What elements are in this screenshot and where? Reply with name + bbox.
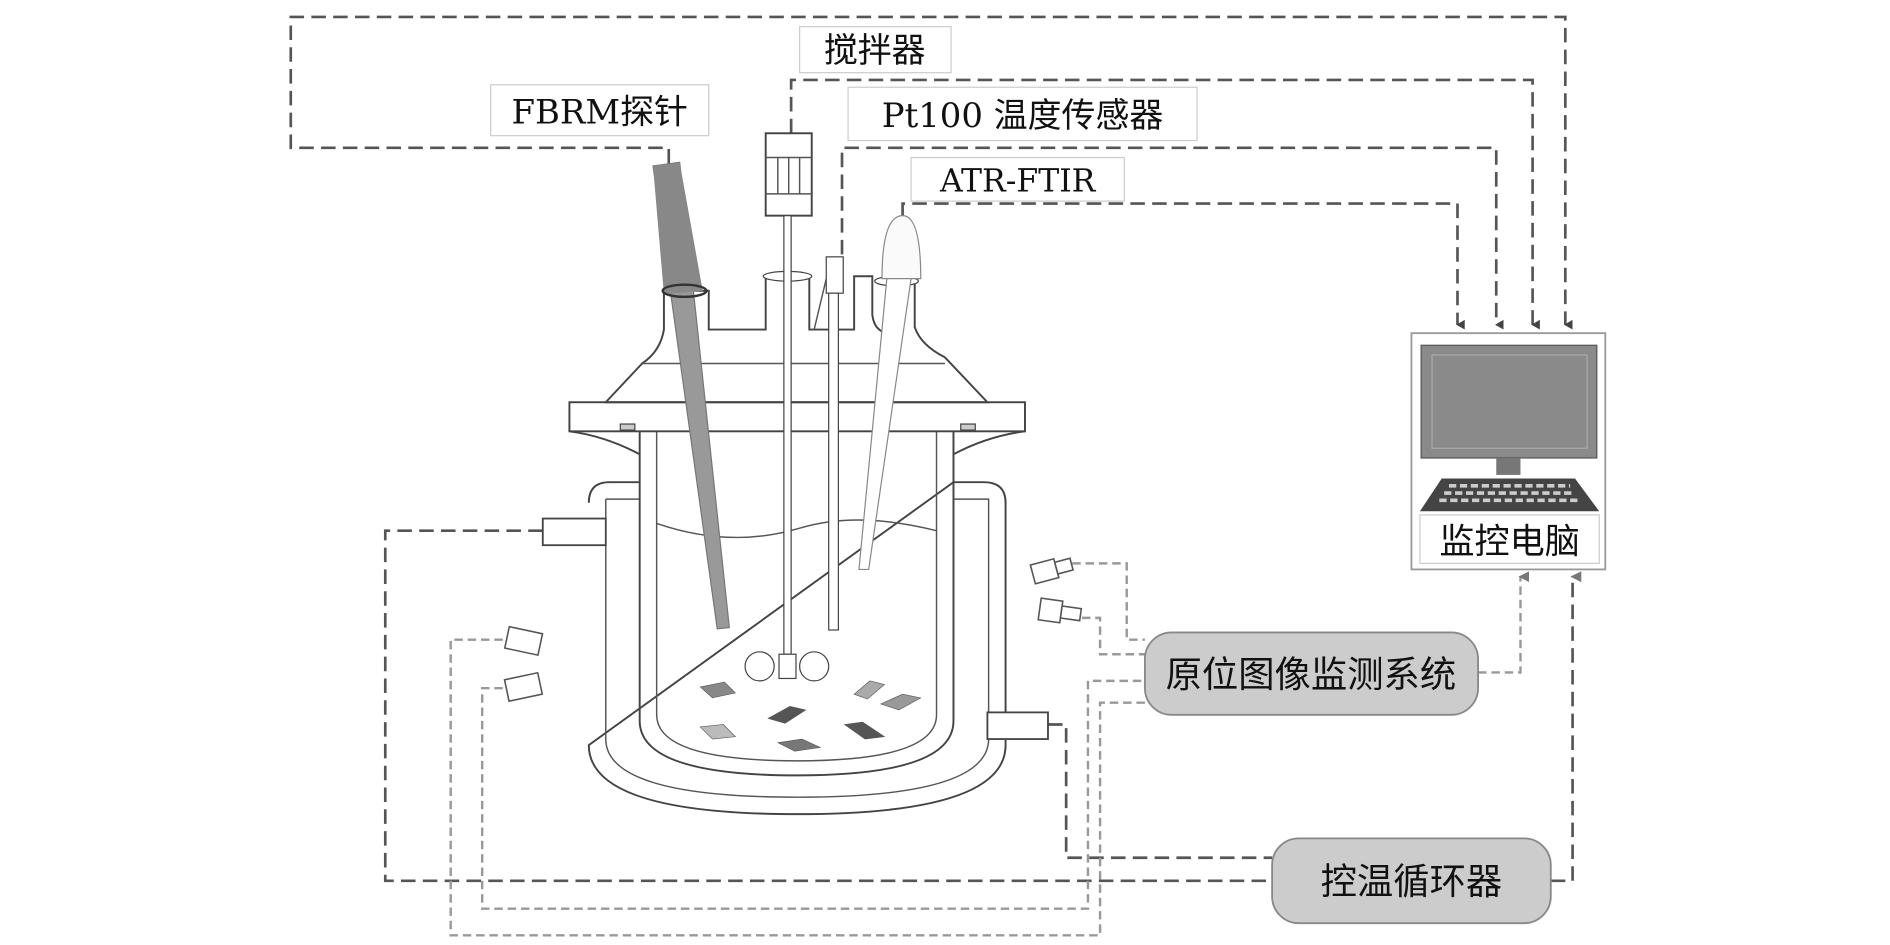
reactor-vessel xyxy=(541,270,1049,816)
pt100-label: Pt100 温度传感器 xyxy=(882,96,1163,135)
pt100-signal-line xyxy=(840,146,1504,330)
camera-line-3 xyxy=(449,638,1145,937)
signal-lines xyxy=(289,15,1582,937)
atr-label-box: ATR-FTIR xyxy=(910,156,1125,202)
stirrer-signal-line xyxy=(789,78,1540,330)
fbrm-signal-line xyxy=(289,15,1573,330)
crystal-particles xyxy=(699,680,922,752)
fbrm-probe xyxy=(652,161,731,630)
camera-line-1 xyxy=(1072,562,1145,641)
pt100-sensor xyxy=(813,256,844,631)
imaging-system[interactable]: 原位图像监测系统 xyxy=(1143,631,1479,716)
camera-icon xyxy=(503,625,544,657)
monitoring-computer[interactable]: 监控电脑 xyxy=(1410,332,1607,571)
fbrm-label-box: FBRM探针 xyxy=(490,84,710,137)
atr-label: ATR-FTIR xyxy=(939,163,1097,199)
thermostat-label: 控温循环器 xyxy=(1321,860,1503,903)
jacket-inlet-port xyxy=(541,517,607,547)
atr-signal-line xyxy=(901,202,1465,330)
stirrer-label-box: 搅拌器 xyxy=(799,26,952,74)
jacket-inlet-line xyxy=(383,529,1273,883)
camera-line-2 xyxy=(1081,616,1145,656)
thermostat-signal-line xyxy=(1550,571,1582,883)
camera-icon xyxy=(503,671,544,703)
pt100-label-box: Pt100 温度传感器 xyxy=(847,86,1198,142)
imaging-signal-line xyxy=(1478,571,1530,674)
cameras xyxy=(503,557,1083,703)
imaging-label: 原位图像监测系统 xyxy=(1166,653,1457,696)
stirrer-label: 搅拌器 xyxy=(824,31,926,70)
fbrm-label: FBRM探针 xyxy=(511,93,688,132)
computer-label: 监控电脑 xyxy=(1439,522,1580,563)
camera-icon xyxy=(1029,557,1075,585)
stirrer xyxy=(744,132,830,682)
atr-ftir-probe xyxy=(858,215,922,571)
jacket-outlet-port xyxy=(986,711,1049,740)
camera-line-4 xyxy=(480,679,1145,910)
camera-icon xyxy=(1037,597,1083,624)
thermostat-circulator[interactable]: 控温循环器 xyxy=(1271,837,1552,925)
jacket-outlet-line xyxy=(1047,723,1273,860)
